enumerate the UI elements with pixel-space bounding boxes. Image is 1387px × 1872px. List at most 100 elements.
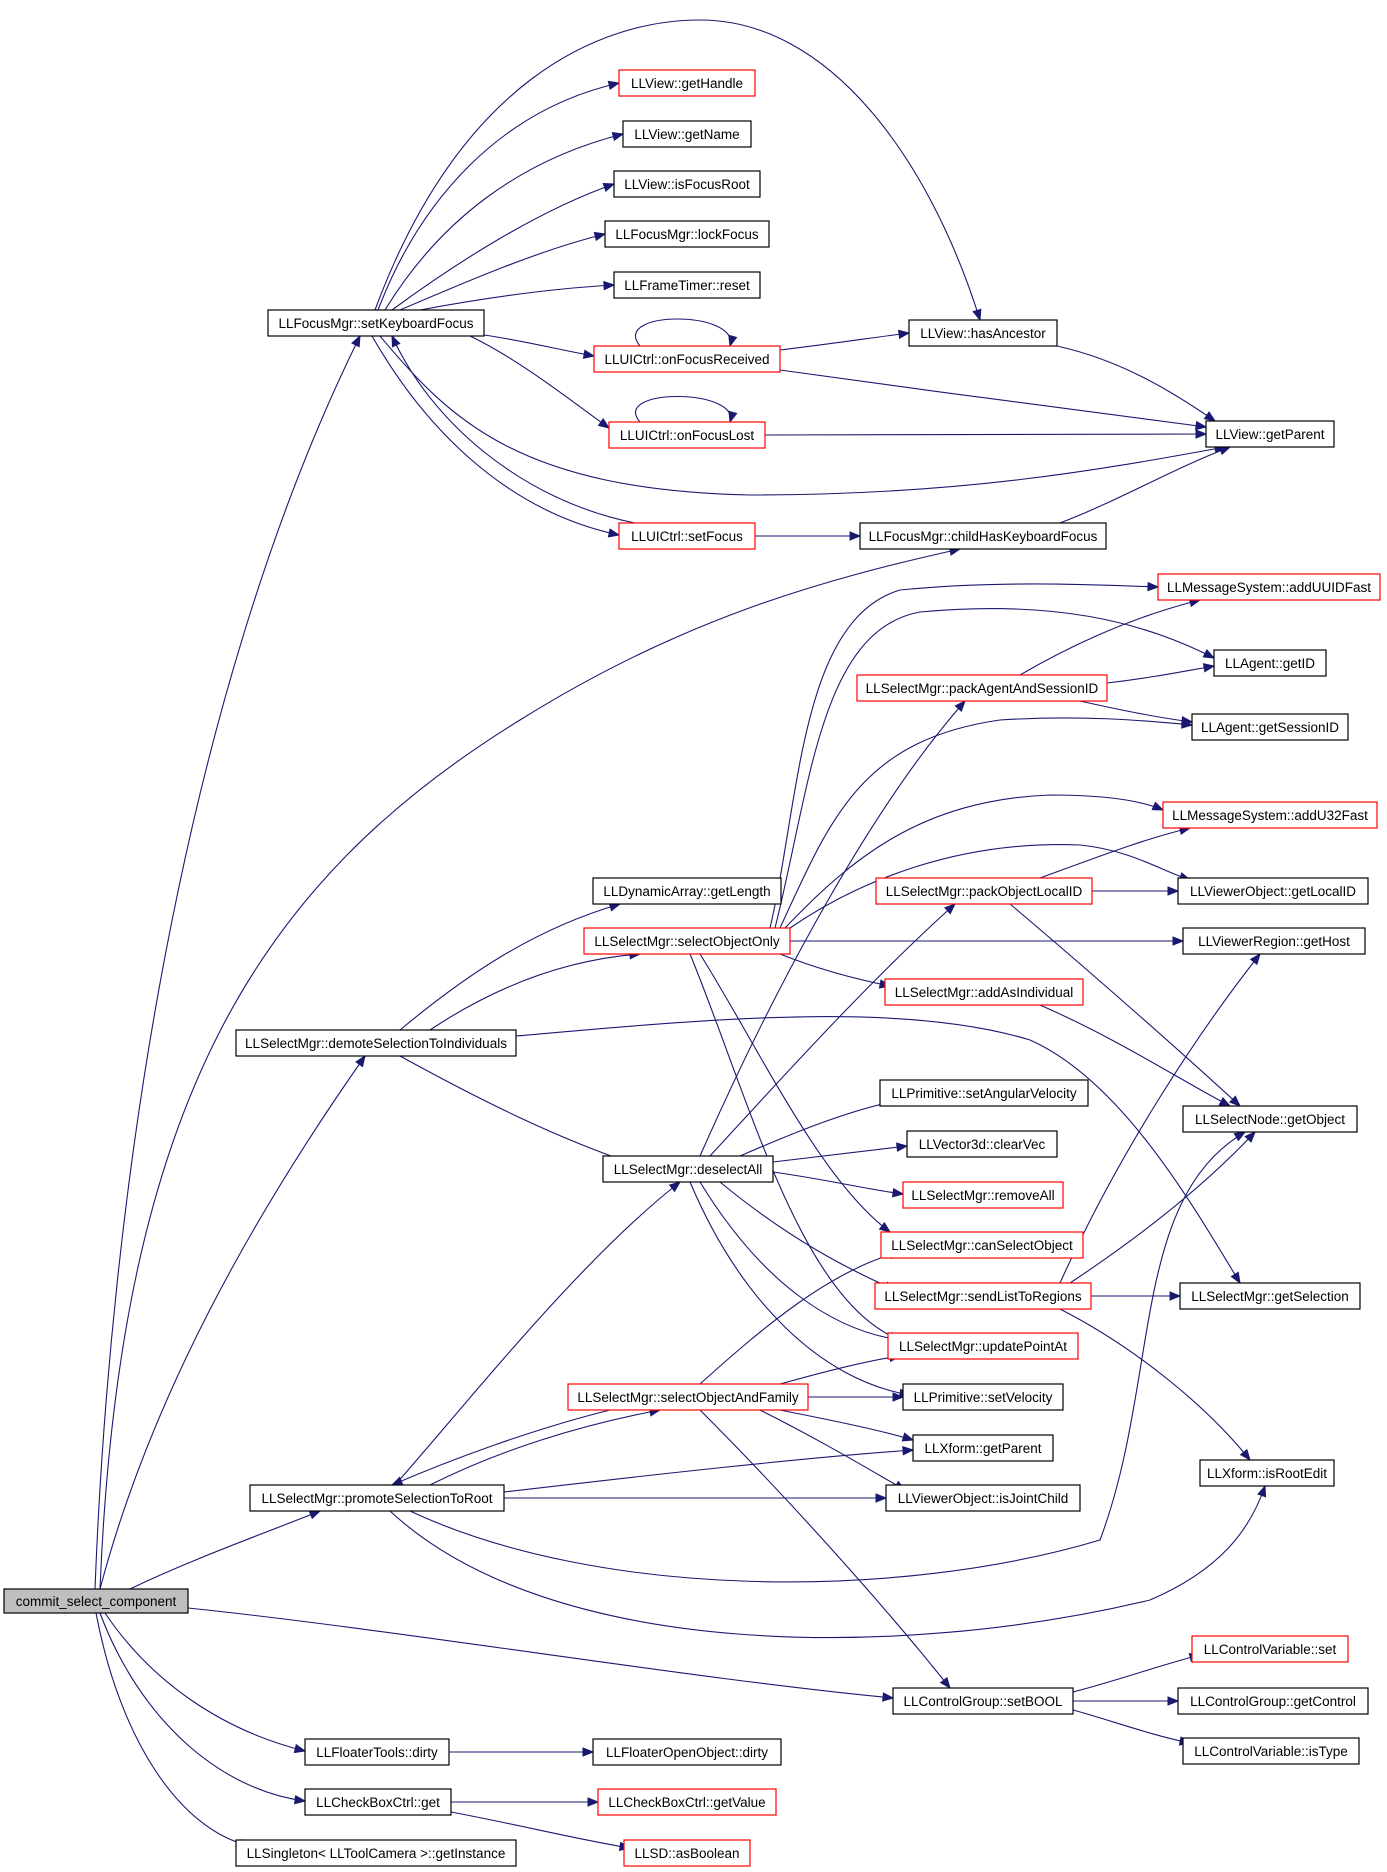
arrowhead-controlgroup_setbool-to-controlgroup_getcontrol <box>1167 1696 1180 1706</box>
node-floatertools_dirty[interactable]: LLFloaterTools::dirty <box>304 1738 450 1766</box>
node-sel_getselection[interactable]: LLSelectMgr::getSelection <box>1179 1282 1361 1310</box>
node-sel_packagent[interactable]: LLSelectMgr::packAgentAndSessionID <box>856 674 1108 702</box>
edge-uictrl_onfocusreceived-to-uictrl_onfocusreceived <box>635 318 731 347</box>
arrowhead-sel_selectobjfamily-to-xform_getparent <box>901 1432 915 1442</box>
arrowhead-sel_selectobjfamily-to-controlgroup_setbool <box>939 1676 951 1690</box>
node-viewerregion_gethost[interactable]: LLViewerRegion::getHost <box>1182 927 1366 955</box>
arrowhead-sel_deselectall-to-sel_packobjlocalid <box>944 903 957 915</box>
node-xform_isrootedit[interactable]: LLXform::isRootEdit <box>1199 1459 1335 1487</box>
node-sel_promote[interactable]: LLSelectMgr::promoteSelectionToRoot <box>249 1484 505 1512</box>
node-label: LLUICtrl::setFocus <box>631 529 743 544</box>
edge-sel_selectobjfamily-to-viewerobj_isjoint <box>759 1409 906 1491</box>
node-controlvar_istype[interactable]: LLControlVariable::isType <box>1182 1737 1360 1765</box>
node-sel_updatepointat[interactable]: LLSelectMgr::updatePointAt <box>887 1332 1079 1360</box>
node-selnode_getobject[interactable]: LLSelectNode::getObject <box>1182 1105 1358 1133</box>
node-prim_setangvel[interactable]: LLPrimitive::setAngularVelocity <box>879 1079 1089 1107</box>
edge-sel_deselectall-to-sel_removeall <box>772 1171 904 1195</box>
node-sel_addasindividual[interactable]: LLSelectMgr::addAsIndividual <box>884 978 1084 1006</box>
arrowhead-commit-to-checkbox_get <box>293 1794 307 1805</box>
edge-sel_sendlist-to-selnode_getobject <box>1069 1131 1256 1284</box>
node-sel_demote[interactable]: LLSelectMgr::demoteSelectionToIndividual… <box>235 1029 517 1057</box>
node-prim_setvelocity[interactable]: LLPrimitive::setVelocity <box>902 1383 1064 1411</box>
node-box <box>597 1788 777 1816</box>
node-box <box>592 1738 782 1766</box>
node-viewerobj_isjoint[interactable]: LLViewerObject::isJointChild <box>885 1484 1081 1512</box>
arrowhead-uictrl_onfocuslost-to-uictrl_onfocuslost <box>728 410 738 424</box>
node-view_getparent[interactable]: LLView::getParent <box>1205 420 1335 448</box>
node-box <box>884 978 1084 1006</box>
node-msg_adduuidfast[interactable]: LLMessageSystem::addUUIDFast <box>1157 573 1381 601</box>
node-box <box>1162 801 1378 829</box>
node-llsd_asboolean[interactable]: LLSD::asBoolean <box>623 1839 751 1867</box>
node-msg_addu32fast[interactable]: LLMessageSystem::addU32Fast <box>1162 801 1378 829</box>
edge-commit-to-floatertools_dirty <box>104 1612 306 1752</box>
node-box <box>1205 420 1335 448</box>
node-sel_canselect[interactable]: LLSelectMgr::canSelectObject <box>880 1231 1084 1259</box>
node-vec3d_clearvec[interactable]: LLVector3d::clearVec <box>906 1130 1058 1158</box>
node-label: LLUICtrl::onFocusReceived <box>604 352 769 367</box>
edge-focusmgr_setkbd-to-view_isfocusroot <box>391 183 615 311</box>
node-agent_getid[interactable]: LLAgent::getID <box>1213 649 1327 677</box>
node-controlgroup_getcontrol[interactable]: LLControlGroup::getControl <box>1177 1687 1369 1715</box>
node-focusmgr_setkbd[interactable]: LLFocusMgr::setKeyboardFocus <box>267 309 485 337</box>
edge-view_hasancestor-to-view_getparent <box>1056 345 1216 422</box>
node-focusmgr_lockfocus[interactable]: LLFocusMgr::lockFocus <box>604 220 770 248</box>
node-dynarray_getlength[interactable]: LLDynamicArray::getLength <box>592 877 782 905</box>
node-label: LLPrimitive::setAngularVelocity <box>891 1086 1077 1101</box>
node-box <box>1191 713 1349 741</box>
node-sel_sendlist[interactable]: LLSelectMgr::sendListToRegions <box>874 1282 1092 1310</box>
node-controlvar_set[interactable]: LLControlVariable::set <box>1191 1635 1349 1663</box>
arrowhead-sel_deselectall-to-sel_packagent <box>954 699 966 713</box>
node-commit[interactable]: commit_select_component <box>3 1588 189 1614</box>
edge-focusmgr_setkbd-to-view_getparent <box>379 335 1226 496</box>
node-box <box>235 1839 517 1867</box>
node-focusmgr_childhas[interactable]: LLFocusMgr::childHasKeyboardFocus <box>859 522 1107 550</box>
node-sel_packobjlocalid[interactable]: LLSelectMgr::packObjectLocalID <box>875 877 1093 905</box>
node-sel_selectobjonly[interactable]: LLSelectMgr::selectObjectOnly <box>583 927 791 955</box>
edge-sel_selectobjfamily-to-controlgroup_setbool <box>699 1409 951 1689</box>
node-label: LLSelectMgr::selectObjectOnly <box>594 934 780 949</box>
node-agent_getsessionid[interactable]: LLAgent::getSessionID <box>1191 713 1349 741</box>
arrowhead-sel_sendlist-to-selnode_getobject <box>1244 1131 1256 1143</box>
node-xform_getparent[interactable]: LLXform::getParent <box>912 1434 1054 1462</box>
node-floateropen_dirty[interactable]: LLFloaterOpenObject::dirty <box>592 1738 782 1766</box>
node-label: LLViewerRegion::getHost <box>1198 934 1350 949</box>
node-view_isfocusroot[interactable]: LLView::isFocusRoot <box>613 170 761 198</box>
arrowhead-sel_deselectall-to-sel_removeall <box>892 1188 905 1198</box>
edge-sel_promote-to-sel_selectobjfamily <box>429 1409 661 1486</box>
node-view_gethandle[interactable]: LLView::getHandle <box>618 69 756 97</box>
node-viewerobj_getlocalid[interactable]: LLViewerObject::getLocalID <box>1177 877 1369 905</box>
node-checkbox_get[interactable]: LLCheckBoxCtrl::get <box>304 1788 452 1816</box>
arrowhead-commit-to-sel_promote <box>308 1510 322 1520</box>
node-uictrl_setfocus[interactable]: LLUICtrl::setFocus <box>618 522 756 550</box>
arrowhead-floatertools_dirty-to-floateropen_dirty <box>582 1747 595 1757</box>
node-checkbox_getvalue[interactable]: LLCheckBoxCtrl::getValue <box>597 1788 777 1816</box>
arrowhead-checkbox_get-to-checkbox_getvalue <box>587 1797 600 1807</box>
node-box <box>1213 649 1327 677</box>
edge-commit-to-focusmgr_setkbd <box>94 335 361 1590</box>
node-controlgroup_setbool[interactable]: LLControlGroup::setBOOL <box>892 1687 1074 1715</box>
arrowhead-commit-to-floatertools_dirty <box>293 1743 307 1754</box>
arrowhead-focusmgr_setkbd-to-view_hasancestor <box>972 308 982 322</box>
node-label: LLView::hasAncestor <box>920 326 1046 341</box>
node-box <box>593 345 781 373</box>
node-box <box>908 319 1058 347</box>
node-sel_deselectall[interactable]: LLSelectMgr::deselectAll <box>602 1155 774 1183</box>
edge-uictrl_onfocuslost-to-uictrl_onfocuslost <box>635 396 731 423</box>
arrowhead-sel_selectobjonly-to-msg_addu32fast <box>1151 801 1165 811</box>
node-uictrl_onfocuslost[interactable]: LLUICtrl::onFocusLost <box>608 421 766 449</box>
edge-sel_demote-to-sel_selectobjonly <box>429 953 641 1031</box>
node-label: LLViewerObject::getLocalID <box>1190 884 1356 899</box>
edge-commit-to-singleton_getinstance <box>95 1612 251 1847</box>
node-view_hasancestor[interactable]: LLView::hasAncestor <box>908 319 1058 347</box>
node-sel_selectobjfamily[interactable]: LLSelectMgr::selectObjectAndFamily <box>567 1383 809 1411</box>
node-label: LLCheckBoxCtrl::get <box>316 1795 440 1810</box>
node-box <box>3 1588 189 1614</box>
node-sel_removeall[interactable]: LLSelectMgr::removeAll <box>902 1181 1064 1209</box>
node-singleton_getinstance[interactable]: LLSingleton< LLToolCamera >::getInstance <box>235 1839 517 1867</box>
node-uictrl_onfocusreceived[interactable]: LLUICtrl::onFocusReceived <box>593 345 781 373</box>
node-label: LLView::isFocusRoot <box>624 177 750 192</box>
node-view_getname[interactable]: LLView::getName <box>622 120 752 148</box>
node-frametimer_reset[interactable]: LLFrameTimer::reset <box>613 271 761 299</box>
node-box <box>906 1130 1058 1158</box>
